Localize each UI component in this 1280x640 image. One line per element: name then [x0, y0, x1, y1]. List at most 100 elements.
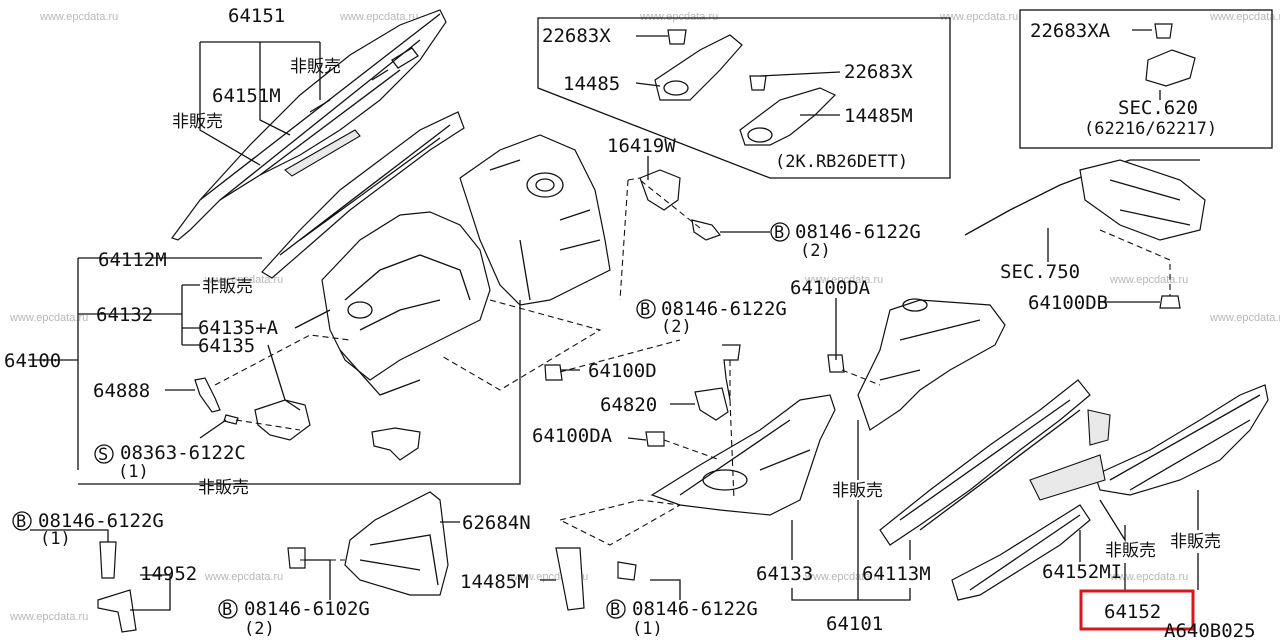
mark-b: B — [16, 512, 26, 532]
watermark: www.epcdata.ru — [1109, 274, 1188, 286]
rail-64151-drawing — [171, 9, 447, 241]
label-screw-qty: (1) — [118, 462, 149, 482]
circle-b-mark — [770, 222, 790, 242]
watermark: www.epcdata.ru — [804, 274, 883, 286]
circle-b-mark — [12, 511, 32, 531]
label-64100da: 64100DA — [532, 425, 613, 447]
watermark: www.epcdata.ru — [1209, 11, 1280, 23]
label-not-for-sale: 非販売 — [1170, 532, 1221, 552]
watermark: www.epcdata.ru — [204, 274, 283, 286]
label-64100db: 64100DB — [1028, 292, 1108, 314]
screw-drawing — [223, 414, 239, 425]
circle-b-mark — [218, 599, 238, 619]
label-not-for-sale: 非販売 — [832, 481, 883, 501]
mark-s: S — [98, 445, 108, 465]
dashed-guides — [214, 177, 1171, 561]
bolt-drawing — [691, 219, 721, 241]
mark-b: B — [774, 223, 784, 243]
label-sec620: SEC.620 — [1118, 97, 1198, 119]
highlight-box — [1079, 589, 1195, 631]
clip-64100db-drawing — [1159, 295, 1181, 309]
label-not-for-sale: 非販売 — [198, 478, 249, 498]
label-64135: 64135 — [198, 335, 255, 357]
label-14485m: 14485M — [844, 105, 913, 127]
label-not-for-sale: 非販売 — [290, 57, 341, 77]
label-bolt-08146-b: 08146-6122G — [661, 298, 787, 320]
label-not-for-sale: 非販売 — [172, 112, 223, 132]
bracket-64888-drawing — [194, 377, 221, 413]
strut-tower-drawing — [459, 134, 611, 306]
watermark: www.epcdata.ru — [1209, 312, 1280, 324]
circle-b-mark — [606, 599, 626, 619]
rail-64112m-drawing — [261, 111, 465, 279]
rail-64152mi-drawing — [951, 454, 1106, 601]
bracket-14952-drawing — [97, 541, 137, 633]
label-22683x: 22683X — [542, 25, 611, 47]
small-bracket-drawing — [371, 427, 421, 461]
label-64100d: 64100D — [588, 360, 657, 382]
engine-variant-box — [537, 17, 951, 179]
label-sec750: SEC.750 — [1000, 261, 1080, 283]
label-sec620-parts: (62216/62217) — [1084, 119, 1217, 139]
label-64152: 64152 — [1104, 601, 1161, 623]
watermark: www.epcdata.ru — [804, 571, 883, 583]
rail-64152-drawing — [1094, 384, 1269, 496]
label-64101: 64101 — [826, 613, 883, 635]
leader-lines — [28, 29, 1199, 611]
label-14485m-b: 14485M — [460, 571, 529, 593]
label-bolt-qty-c: (1) — [40, 529, 71, 549]
label-64152mi: 64152MI — [1042, 561, 1122, 583]
stay-62684n-drawing — [344, 491, 449, 596]
watermark: www.epcdata.ru — [39, 11, 118, 23]
diagram-code: A640B025 — [1164, 620, 1256, 640]
label-bolt-08146-d: 08146-6102G — [244, 598, 370, 620]
clip-16419w-drawing — [639, 169, 681, 211]
label-64100da-top: 64100DA — [790, 277, 871, 299]
label-64133: 64133 — [756, 563, 813, 585]
bracket-64820-drawing — [694, 387, 729, 421]
clip-drawing — [827, 354, 845, 373]
label-screw-08363: 08363-6122C — [120, 442, 246, 464]
bracket-64135-drawing — [254, 399, 311, 441]
watermark: www.epcdata.ru — [204, 571, 283, 583]
member-64133-drawing — [650, 394, 836, 516]
label-64100: 64100 — [4, 350, 61, 372]
label-64112m: 64112M — [98, 249, 167, 271]
label-64132: 64132 — [96, 304, 153, 326]
label-bolt-08146-e: 08146-6122G — [632, 598, 758, 620]
bolt-lower-drawing — [287, 547, 306, 569]
label-64135a: 64135+A — [198, 317, 279, 339]
clip-64100d-drawing — [544, 364, 563, 381]
label-engine-note: (2K.RB26DETT) — [775, 152, 908, 172]
label-64820: 64820 — [600, 394, 657, 416]
label-bolt-qty: (2) — [800, 241, 831, 261]
mark-b: B — [610, 600, 620, 620]
mark-b: B — [640, 300, 650, 320]
label-not-for-sale: 非販売 — [202, 277, 253, 297]
label-bolt-qty-d: (2) — [244, 619, 275, 639]
watermark: www.epcdata.ru — [639, 11, 718, 23]
engine-bracket-14485-drawing — [654, 29, 743, 101]
rail-64113m-drawing — [879, 379, 1111, 546]
label-bolt-qty-b: (2) — [661, 317, 692, 337]
label-64113m: 64113M — [862, 563, 931, 585]
engine-bracket-14485m-drawing — [739, 75, 837, 146]
watermark: www.epcdata.ru — [339, 11, 418, 23]
watermark: www.epcdata.ru — [9, 312, 88, 324]
label-bolt-qty-e: (1) — [632, 619, 663, 639]
watermark: www.epcdata.ru — [939, 11, 1018, 23]
label-62684n: 62684N — [462, 512, 531, 534]
part-labels: 64151 非販売 64151M 非販売 22683X 14485 22683X… — [4, 5, 1256, 640]
label-16419w: 16419W — [607, 135, 676, 157]
wheelhouse-64132-drawing — [321, 211, 491, 396]
label-bolt-08146: 08146-6122G — [795, 221, 921, 243]
label-14952: 14952 — [140, 563, 197, 585]
label-not-for-sale: 非販売 — [1105, 541, 1156, 561]
label-bolt-08146-c: 08146-6122G — [38, 510, 164, 532]
member-64100da-drawing — [857, 298, 1006, 431]
watermark: www.epcdata.ru — [9, 611, 88, 623]
label-22683xa: 22683XA — [1030, 20, 1111, 42]
circle-s-mark — [94, 444, 114, 464]
sec750-member-drawing — [964, 159, 1206, 241]
